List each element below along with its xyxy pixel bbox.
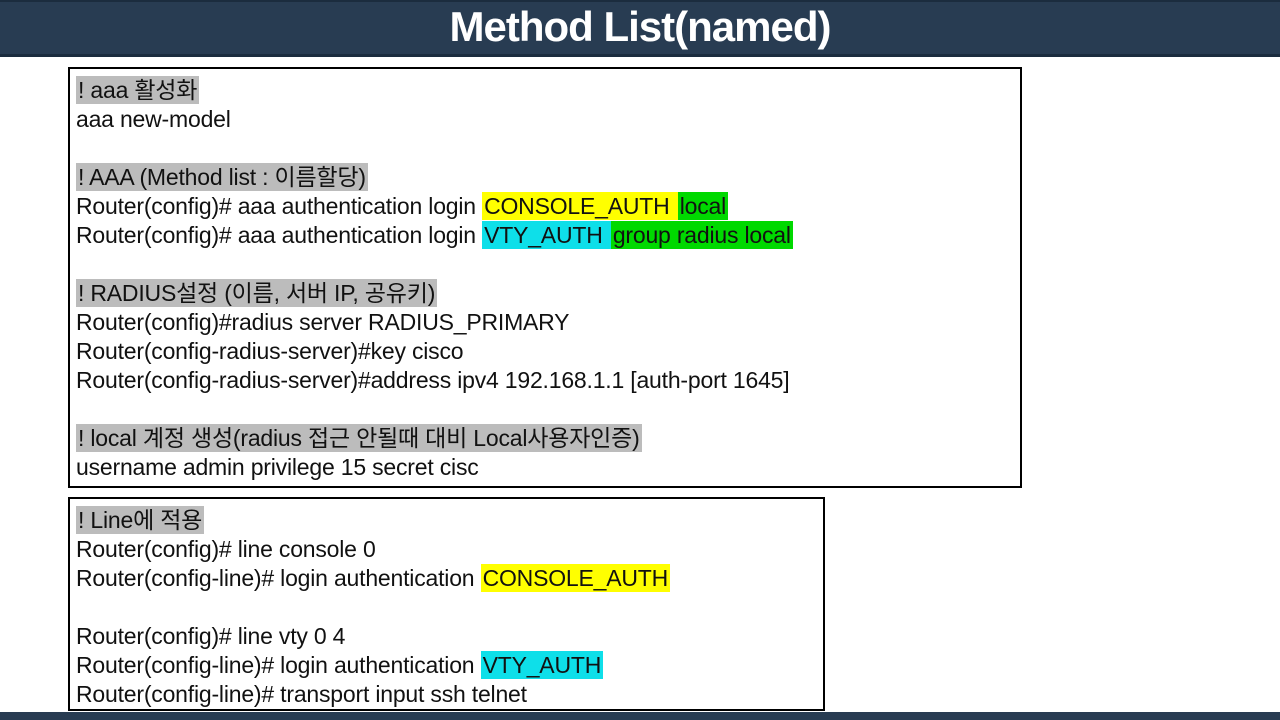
code-line: ! local 계정 생성(radius 접근 안될때 대비 Local사용자인… bbox=[76, 424, 1014, 453]
code-line bbox=[76, 134, 1014, 163]
highlighted-text: group radius local bbox=[610, 221, 793, 249]
code-line: Router(config-radius-server)#address ipv… bbox=[76, 366, 1014, 395]
code-line: username admin privilege 15 secret cisc bbox=[76, 453, 1014, 482]
code-line: Router(config)# line vty 0 4 bbox=[76, 622, 817, 651]
code-text: username admin privilege 15 secret cisc bbox=[76, 454, 479, 480]
code-text: Router(config-line)# login authenticatio… bbox=[76, 652, 481, 678]
code-line: Router(config)# aaa authentication login… bbox=[76, 192, 1014, 221]
bottom-bar bbox=[0, 712, 1280, 720]
code-line: Router(config-line)# transport input ssh… bbox=[76, 680, 817, 709]
code-text: Router(config-line)# transport input ssh… bbox=[76, 681, 527, 707]
highlighted-text: CONSOLE_AUTH bbox=[480, 564, 671, 592]
code-line: Router(config)# line console 0 bbox=[76, 535, 817, 564]
highlighted-text: ! local 계정 생성(radius 접근 안될때 대비 Local사용자인… bbox=[76, 424, 642, 452]
code-text: Router(config-line)# login authenticatio… bbox=[76, 565, 481, 591]
code-line bbox=[76, 250, 1014, 279]
highlighted-text: ! Line에 적용 bbox=[76, 506, 205, 534]
code-line: ! aaa 활성화 bbox=[76, 76, 1014, 105]
code-text: aaa new-model bbox=[76, 106, 231, 132]
highlighted-text: ! AAA (Method list : 이름할당) bbox=[76, 163, 368, 191]
highlighted-text: ! RADIUS설정 (이름, 서버 IP, 공유키) bbox=[76, 279, 438, 307]
highlighted-text: CONSOLE_AUTH bbox=[482, 192, 678, 220]
code-line: Router(config)#radius server RADIUS_PRIM… bbox=[76, 308, 1014, 337]
code-line bbox=[76, 395, 1014, 424]
code-text: Router(config)# line vty 0 4 bbox=[76, 623, 346, 649]
code-line bbox=[76, 593, 817, 622]
code-line: Router(config-line)# login authenticatio… bbox=[76, 651, 817, 680]
code-text: Router(config)# aaa authentication login bbox=[76, 222, 483, 248]
code-text: Router(config-radius-server)#key cisco bbox=[76, 338, 464, 364]
code-text: Router(config)#radius server RADIUS_PRIM… bbox=[76, 309, 570, 335]
highlighted-text: VTY_AUTH bbox=[480, 651, 604, 679]
code-line: Router(config-line)# login authenticatio… bbox=[76, 564, 817, 593]
page-title: Method List(named) bbox=[449, 3, 832, 50]
code-line: Router(config)# aaa authentication login… bbox=[76, 221, 1014, 250]
highlighted-text: local bbox=[677, 192, 729, 220]
code-text: Router(config)# aaa authentication login bbox=[76, 193, 483, 219]
code-line: aaa new-model bbox=[76, 105, 1014, 134]
code-text: Router(config-radius-server)#address ipv… bbox=[76, 367, 790, 393]
code-line: ! AAA (Method list : 이름할당) bbox=[76, 163, 1014, 192]
code-line: Router(config-radius-server)#key cisco bbox=[76, 337, 1014, 366]
highlighted-text: VTY_AUTH bbox=[482, 221, 611, 249]
title-bar: Method List(named) bbox=[0, 0, 1280, 57]
highlighted-text: ! aaa 활성화 bbox=[76, 76, 200, 104]
code-line: ! RADIUS설정 (이름, 서버 IP, 공유키) bbox=[76, 279, 1014, 308]
code-text: Router(config)# line console 0 bbox=[76, 536, 376, 562]
code-line: ! Line에 적용 bbox=[76, 506, 817, 535]
